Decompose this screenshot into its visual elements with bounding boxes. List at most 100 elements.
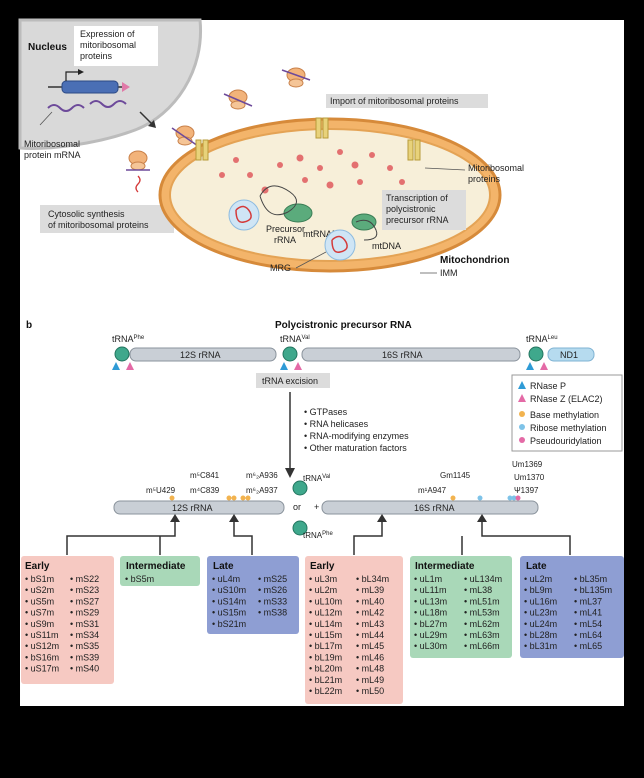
rnase-z-marker-icon [126,362,134,370]
protein-item: • mL40 [356,596,384,606]
arrowhead-icon [477,514,487,522]
mtrnap-label: mtRNAP [303,229,338,239]
rnase-p-marker-icon [280,362,288,370]
protein-item: • mL48 [356,664,384,674]
cytosolic-label-1: Cytosolic synthesis [48,209,125,219]
rnase-p-marker-icon [112,362,120,370]
mod-m6a937: m⁶₂A937 [246,486,278,495]
rrna12s-bar [129,347,277,362]
protein-item: • uL13m [414,596,447,606]
transcription-line-3: precursor rRNA [386,215,449,225]
trna-val-icon [282,346,298,362]
protein-item: • mL54 [574,619,602,629]
protein-item: • bL34m [356,574,389,584]
ribose-methylation-mark [477,495,483,501]
promoter-arrowhead-icon [78,69,84,75]
legend-base-icon [519,411,525,417]
factor-2: • RNA-modifying enzymes [304,431,409,441]
rrna16s-bar [301,347,521,362]
protein-item: • bS5m [125,574,154,584]
mod-m6a936: m⁶₂A936 [246,471,278,480]
base-methylation-mark [169,495,175,501]
legend-pseudo: Pseudouridylation [530,436,602,446]
protein-item: • bL19m [309,652,342,662]
protein-item: • uL23m [524,608,557,618]
mrna-label-2: protein mRNA [24,150,81,160]
transcription-line-1: Transcription of [386,193,448,203]
gene-icon [61,80,119,94]
trna-phe-mature-icon [292,520,308,536]
trna-val-label: tRNAVal [280,334,310,344]
cytosolic-ribosome-icon [281,67,311,88]
ribose-methylation-mark [507,495,513,501]
protein-item: • uS2m [25,585,54,595]
mod-gm: Gm1145 [440,471,471,480]
protein-item: • uL1m [414,574,442,584]
expression-callout-bg [74,26,158,66]
protein-item: • mL63m [464,630,500,640]
transcription-line-2: polycistronic [386,204,436,214]
mature-12s-label: 12S rRNA [172,503,213,513]
mature-16s-bar [321,500,539,515]
mtrnap-icon [351,213,377,231]
factor-1: • RNA helicases [304,419,369,429]
legend-rnase-p-icon [518,381,526,389]
protein-item: • bL28m [524,630,557,640]
protein-item: • uS12m [25,641,59,651]
factor-3: • Other maturation factors [304,443,407,453]
mrg-label: MRG [270,263,291,273]
mrna-leader [39,111,53,126]
arrowhead-icon [229,514,239,522]
protein-item: • mS35 [70,641,99,651]
protein-item: • bL17m [309,641,342,651]
ssu-early-title: Early [25,561,50,572]
nd1-bar [547,347,595,362]
cytosolic-ribosome-icon [223,89,253,110]
protein-item: • bL9m [524,585,552,595]
lsu-intermediate-title: Intermediate [415,561,475,572]
rnase-z-marker-icon [540,362,548,370]
lsu-early-title: Early [310,561,335,572]
precursor-rrna-icon [235,205,252,223]
trna-val-mature-label: tRNAVal [303,474,330,483]
protein-item: • bS1m [25,574,54,584]
protein-item: • mS40 [70,664,99,674]
protein-item: • bL21m [309,675,342,685]
mrna-squiggle-icon [47,104,85,112]
plus-label: + [314,502,319,512]
protein-item: • uL4m [212,574,240,584]
mod-m5u: m⁵U429 [146,486,176,495]
trna-phe-icon [114,346,130,362]
protein-item: • uL11m [414,585,447,595]
mod-m4c: m⁴C839 [190,486,220,495]
trna-phe-label: tRNAPhe [112,334,145,344]
mitochondrion-label: Mitochondrion [440,255,509,266]
ssu-intermediate-title: Intermediate [126,561,186,572]
protein-item: • mL49 [356,675,384,685]
mod-um1369: Um1369 [512,460,543,469]
export-arrowhead-icon [148,120,156,128]
ssu-early-box: Early [21,556,114,684]
mod-um1370: Um1370 [514,473,545,482]
protein-item: • bL35m [574,574,607,584]
protein-item: • bL135m [574,585,612,595]
expression-line-2: mitoribosomal [80,40,136,50]
protein-item: • uL2m [524,574,552,584]
protein-item: • uS9m [25,619,54,629]
protein-item: • uL12m [309,608,342,618]
cytosolic-callout-bg [40,205,174,233]
import-channel-icon [407,139,421,161]
protein-item: • mL43 [356,619,384,629]
protein-item: • uL30m [414,641,447,651]
mtdna-label: mtDNA [372,241,401,251]
protein-item: • mL44 [356,630,384,640]
protein-item: • mL64 [574,630,602,640]
or-label: or [293,502,301,512]
protein-item: • uS15m [212,608,246,618]
protein-item: • bS16m [25,652,59,662]
rnase-z-marker-icon [294,362,302,370]
protein-item: • bL27m [414,619,447,629]
base-methylation-mark [450,495,456,501]
cytosolic-ribosome-icon [126,150,150,193]
